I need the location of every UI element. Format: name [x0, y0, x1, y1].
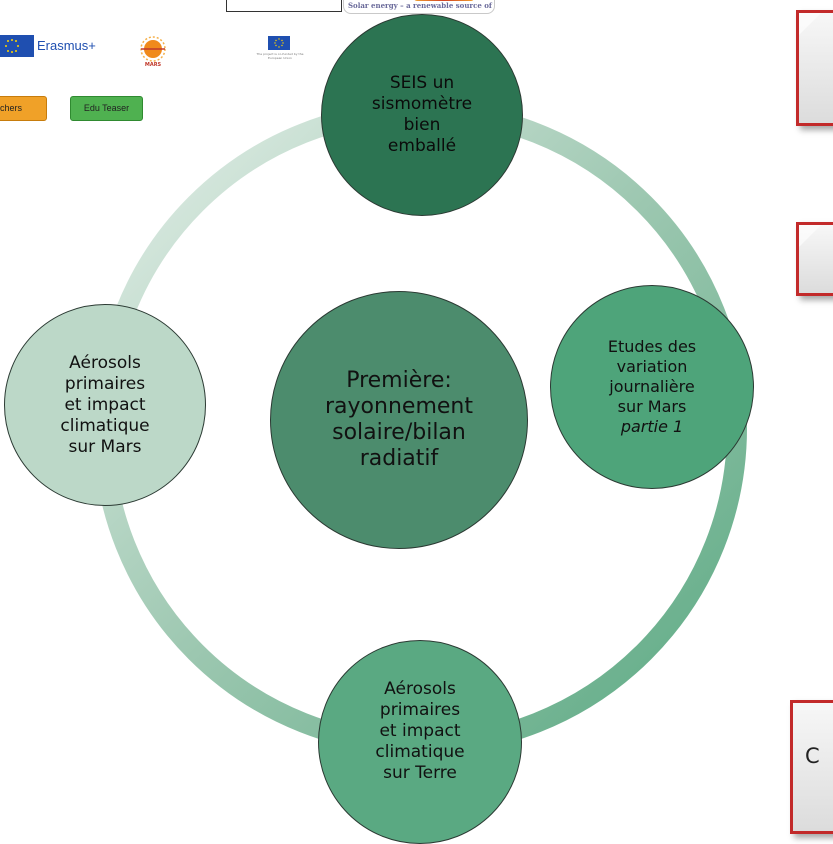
node-left-line-1: Aérosols	[69, 352, 141, 373]
node-left-line-3: et impact	[64, 394, 146, 415]
node-left-line-2: primaires	[64, 373, 146, 394]
node-left-line-5: sur Mars	[68, 436, 142, 457]
node-bottom-line-3: et impact	[379, 720, 461, 741]
node-right-italic-line: partie 1	[620, 417, 684, 436]
node-center-line-2: rayonnement	[325, 394, 473, 419]
node-right-line-4: sur Mars	[617, 397, 687, 416]
node-top-line-4: emballé	[387, 136, 457, 156]
solar-tagline: Solar energy – a renewable source of ene…	[348, 1, 494, 10]
node-center-line-1: Première:	[346, 368, 452, 393]
node-top-line-3: bien	[403, 115, 441, 135]
erasmus-plus-label: Erasmus+	[37, 38, 96, 53]
node-center-line-4: radiatif	[359, 446, 439, 471]
mars-project-logo: MARS	[136, 34, 170, 68]
top-frame-box	[226, 0, 342, 12]
node-aerosols-terre[interactable]: Aérosols primaires et impact climatique …	[318, 640, 522, 844]
node-bottom-line-5: sur Terre	[383, 762, 457, 783]
node-center-rayonnement-solaire[interactable]: Première: rayonnement solaire/bilan radi…	[270, 291, 528, 549]
node-top-line-1: SEIS un	[389, 73, 455, 93]
mars-logo-text: MARS	[145, 62, 162, 68]
node-left-line-4: climatique	[60, 415, 150, 436]
side-card-1[interactable]	[796, 10, 833, 126]
teachers-button[interactable]: achers	[0, 96, 47, 121]
solar-energy-banner: Solar energy – a renewable source of ene…	[343, 0, 495, 14]
project-logo-mark	[414, 0, 474, 1]
eu-cofund-text: The project is co-funded by the European…	[256, 52, 304, 60]
eu-cofunded-flag-icon	[268, 36, 290, 50]
side-card-3[interactable]: C	[790, 700, 833, 834]
node-bottom-line-1: Aérosols	[384, 678, 456, 699]
node-seis-sismometre[interactable]: SEIS un sismomètre bien emballé	[321, 14, 523, 216]
edu-teaser-button[interactable]: Edu Teaser	[70, 96, 143, 121]
node-aerosols-mars[interactable]: Aérosols primaires et impact climatique …	[4, 304, 206, 506]
node-bottom-line-4: climatique	[375, 741, 465, 762]
node-right-line-3: journalière	[609, 377, 695, 396]
node-center-line-3: solaire/bilan	[332, 420, 466, 445]
side-card-3-label: C	[805, 744, 820, 768]
eu-flag-icon	[0, 35, 34, 57]
node-right-line-2: variation	[616, 357, 688, 376]
card-fold-icon	[799, 13, 821, 35]
node-right-line-1: Etudes des	[607, 337, 697, 356]
card-fold-icon	[799, 225, 821, 247]
node-top-line-2: sismomètre	[371, 94, 473, 114]
node-variation-journaliere[interactable]: Etudes des variation journalière sur Mar…	[550, 285, 754, 489]
side-card-2[interactable]	[796, 222, 833, 296]
node-bottom-line-2: primaires	[379, 699, 461, 720]
